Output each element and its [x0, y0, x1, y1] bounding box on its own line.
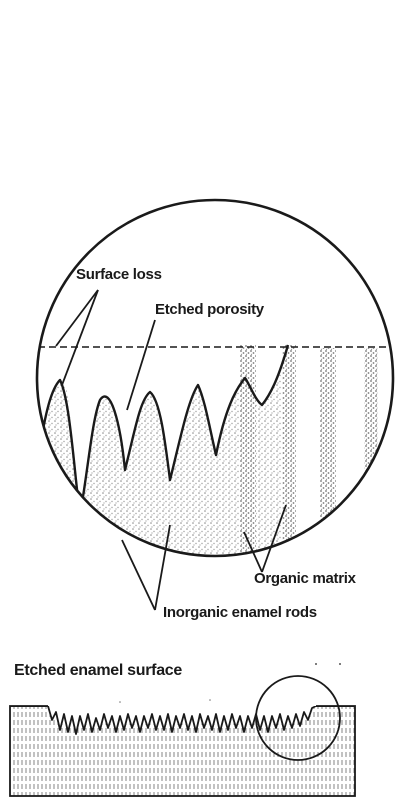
rod-column — [320, 348, 336, 548]
surface-loss-label: Surface loss — [76, 266, 162, 283]
etched-porosity-leader — [126, 319, 156, 411]
surface-loss-leader — [55, 289, 99, 347]
etched-surface-fill-top — [10, 690, 355, 706]
etched-porosity-label: Etched porosity — [155, 301, 264, 318]
organic-matrix-leader — [243, 531, 263, 573]
rod-column — [282, 345, 296, 555]
etched-enamel-overview — [9, 663, 356, 797]
inorganic-rods-leader — [121, 539, 156, 611]
magnification-circle — [35, 198, 395, 558]
magnified-enamel-view — [35, 198, 395, 611]
overview-magnifier-circle — [255, 675, 341, 761]
surface-loss-leader — [61, 289, 99, 386]
organic-matrix-label: Organic matrix — [254, 570, 356, 587]
inorganic-rods-leader — [154, 524, 171, 611]
etched-surface-profile-line — [37, 344, 290, 517]
rod-column — [240, 345, 256, 555]
enamel-rods — [38, 345, 378, 556]
inorganic-enamel-rods-label: Inorganic enamel rods — [163, 604, 317, 621]
etched-enamel-surface-label: Etched enamel surface — [14, 662, 182, 679]
rod-column — [364, 348, 378, 498]
etched-rod-profile — [38, 360, 285, 556]
organic-matrix-leader — [261, 504, 287, 573]
leader-lines — [55, 289, 287, 611]
etched-surface-zigzag — [10, 705, 355, 735]
